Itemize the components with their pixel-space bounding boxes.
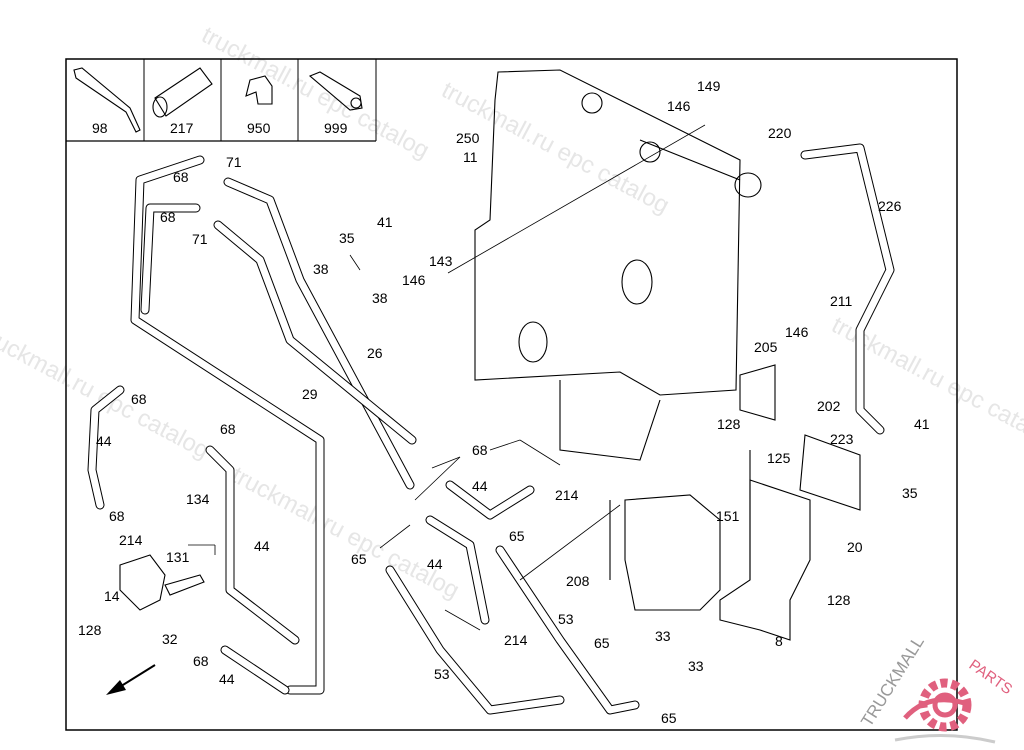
fuel-tank	[474, 69, 762, 461]
callout: 68	[472, 442, 488, 458]
callout: 68	[220, 421, 236, 437]
truckmall-parts-logo: TRUCKMALL PARTS	[857, 633, 1016, 744]
callout: 44	[472, 478, 488, 494]
callout: 35	[339, 230, 355, 246]
callout: 41	[377, 214, 393, 230]
callout: 128	[78, 622, 102, 638]
leader-lines	[188, 124, 706, 631]
legend-label: 217	[170, 120, 194, 136]
callout: 214	[119, 532, 143, 548]
callout: 131	[166, 549, 190, 565]
callout: 226	[878, 198, 902, 214]
callout: 44	[219, 671, 235, 687]
callout: 65	[351, 551, 367, 567]
svg-text:TRUCKMALL: TRUCKMALL	[857, 633, 928, 730]
callout: 71	[226, 154, 242, 170]
callout: 68	[193, 653, 209, 669]
callout: 223	[830, 431, 854, 447]
callout: 71	[192, 231, 208, 247]
callout: 211	[830, 293, 853, 309]
callout: 68	[160, 209, 176, 225]
callout: 29	[302, 386, 318, 402]
legend-label: 950	[247, 120, 271, 136]
callout: 202	[817, 398, 841, 414]
callout: 20	[847, 539, 863, 555]
callout: 208	[566, 573, 590, 589]
diagram-frame	[65, 58, 958, 731]
corrugated-sleeve-icon	[152, 67, 213, 118]
svg-text:truckmall.ru epc catalog: truckmall.ru epc catalog	[227, 461, 463, 604]
callout: 214	[504, 632, 528, 648]
callout: 68	[109, 508, 125, 524]
callout: 146	[785, 324, 809, 340]
callout: 205	[754, 339, 778, 355]
callout: 33	[655, 628, 671, 644]
protective-sleeve-icon	[308, 71, 363, 111]
callout: 149	[697, 78, 721, 94]
callout: 44	[96, 433, 112, 449]
callout: 33	[688, 658, 704, 674]
callout: 44	[427, 556, 443, 572]
callout: 44	[254, 538, 270, 554]
callout: 38	[313, 261, 329, 277]
callout: 14	[104, 588, 120, 604]
callout: 65	[661, 710, 677, 726]
angle-connector-icon	[245, 75, 273, 105]
callout: 8	[775, 633, 783, 649]
svg-text:PARTS: PARTS	[966, 656, 1016, 698]
callout: 11	[463, 149, 478, 165]
callout: 214	[555, 487, 579, 503]
legend-label: 999	[324, 120, 348, 136]
svg-text:truckmall.ru epc catalog: truckmall.ru epc catalog	[437, 76, 673, 219]
direction-arrow	[106, 664, 156, 695]
valve-block	[119, 554, 205, 611]
callout: 128	[717, 416, 741, 432]
callout: 128	[827, 592, 851, 608]
callout: 68	[173, 169, 189, 185]
callout-labels: 250 11 149 146 220 226 71 68 68 71 41 35…	[78, 78, 930, 726]
hoses	[87, 143, 895, 715]
callout: 151	[716, 508, 740, 524]
callout: 65	[594, 635, 610, 651]
legend-box-row: 98 217 950 999	[66, 59, 377, 142]
callout: 53	[558, 611, 574, 627]
svg-text:truckmall.ru epc catalog: truckmall.ru epc catalog	[197, 21, 433, 164]
cable-tie-icon	[73, 67, 141, 133]
callout: 53	[434, 666, 450, 682]
callout: 125	[767, 450, 791, 466]
callout: 41	[914, 416, 930, 432]
callout: 143	[429, 253, 453, 269]
callout: 146	[402, 272, 426, 288]
callout: 68	[131, 391, 147, 407]
pump-module	[609, 494, 721, 611]
callout: 65	[509, 528, 525, 544]
callout: 146	[667, 98, 691, 114]
callout: 32	[162, 631, 178, 647]
callout: 26	[367, 345, 383, 361]
callout: 220	[768, 125, 792, 141]
callout: 38	[372, 290, 388, 306]
callout: 134	[186, 491, 210, 507]
callout: 35	[902, 485, 918, 501]
mounting-bracket	[719, 364, 861, 641]
legend-label: 98	[92, 120, 108, 136]
callout: 250	[456, 130, 480, 146]
